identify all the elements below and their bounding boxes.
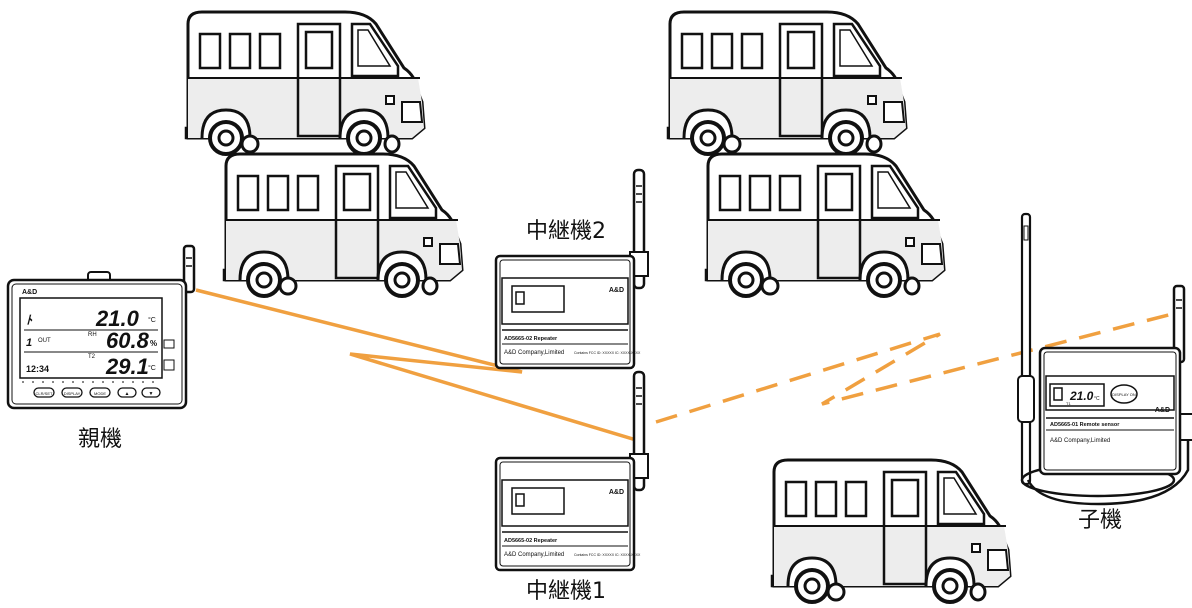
sensor-unit: °C [1094, 396, 1100, 402]
base-out-label: OUT [38, 338, 51, 344]
base-label: 親機 [78, 427, 122, 452]
van-bottom [770, 458, 1012, 604]
base-t2-label: T2 [88, 354, 96, 360]
sensor-probe [1020, 212, 1032, 486]
base-lcd [19, 297, 163, 379]
repeater2-model: AD5665-02 Repeater [504, 336, 558, 342]
base-mode-button[interactable] [89, 387, 111, 398]
base-unit: A&D 21.0 °C RH 60.8 % T2 29.1 °C OUT 12:… [6, 244, 196, 410]
base-buttons: CLR/SET DISPLAY MODE ▲ ▼ [33, 387, 161, 398]
van-middle-right [704, 152, 946, 298]
repeater2-company: A&D Company,Limited [504, 350, 564, 356]
sensor-brand: A&D [1155, 407, 1170, 414]
svg-text:1: 1 [26, 337, 32, 349]
sensor-value: 21.0 [1069, 389, 1094, 403]
svg-text:ﾄ: ﾄ [26, 313, 33, 327]
repeater-1: A&D AD5665-02 Repeater A&D Company,Limit… [494, 370, 650, 572]
base-clr-button[interactable] [33, 387, 55, 398]
base-unit-3: °C [148, 364, 156, 372]
repeater-2: A&D AD5665-02 Repeater A&D Company,Limit… [494, 168, 650, 370]
repeater1-brand: A&D [609, 489, 624, 496]
svg-text:▲: ▲ [125, 391, 130, 397]
link-base-to-repeater1-solid [195, 288, 637, 442]
base-unit-1: °C [148, 316, 156, 324]
base-up-button[interactable] [117, 387, 137, 398]
sensor-channel: T1 [1066, 401, 1071, 406]
base-down-button[interactable] [141, 387, 161, 398]
base-unit-2: % [150, 339, 157, 348]
repeater2-brand: A&D [609, 287, 624, 294]
sensor-model: AD5665-01 Remote sensor [1050, 422, 1120, 428]
base-value-2: 60.8 [106, 328, 150, 353]
remote-label: 子機 [1078, 508, 1122, 533]
link-repeater1-to-repeater2-dashed [655, 310, 1181, 424]
repeater1-fcc: Contains FCC ID: XXXXX IC: XXXX-XXXX [574, 553, 641, 557]
base-rh-label: RH [88, 332, 97, 338]
van-top-right [666, 10, 908, 156]
base-brand: A&D [22, 289, 37, 296]
base-time: 12:34 [26, 364, 49, 374]
sensor-display-button[interactable] [1110, 384, 1138, 404]
wireless-links [195, 288, 1181, 442]
base-value-1: 21.0 [95, 306, 140, 331]
van-middle-left [222, 152, 464, 298]
svg-text:▼: ▼ [149, 391, 154, 397]
repeater2-fcc: Contains FCC ID: XXXXX IC: XXXX-XXXX [574, 351, 641, 355]
repeater2-label: 中継機2 [526, 219, 606, 244]
svg-text:CLR/SET: CLR/SET [36, 391, 53, 396]
van-top-left [184, 10, 426, 156]
remote-sensor: 21.0 °C T1 DISPLAY ON A&D AD5665-01 Remo… [1017, 212, 1192, 506]
sensor-company: A&D Company,Limited [1050, 438, 1110, 444]
repeater1-company: A&D Company,Limited [504, 552, 564, 558]
sensor-display-button-label: DISPLAY ON [1112, 392, 1136, 397]
repeater1-label: 中継機1 [526, 579, 606, 604]
base-display-button[interactable] [61, 387, 83, 398]
svg-text:DISPLAY: DISPLAY [64, 391, 81, 396]
base-value-3: 29.1 [105, 354, 149, 379]
repeater1-model: AD5665-02 Repeater [504, 538, 558, 544]
sensor-lcd [1049, 383, 1105, 407]
svg-text:MODE: MODE [94, 391, 106, 396]
